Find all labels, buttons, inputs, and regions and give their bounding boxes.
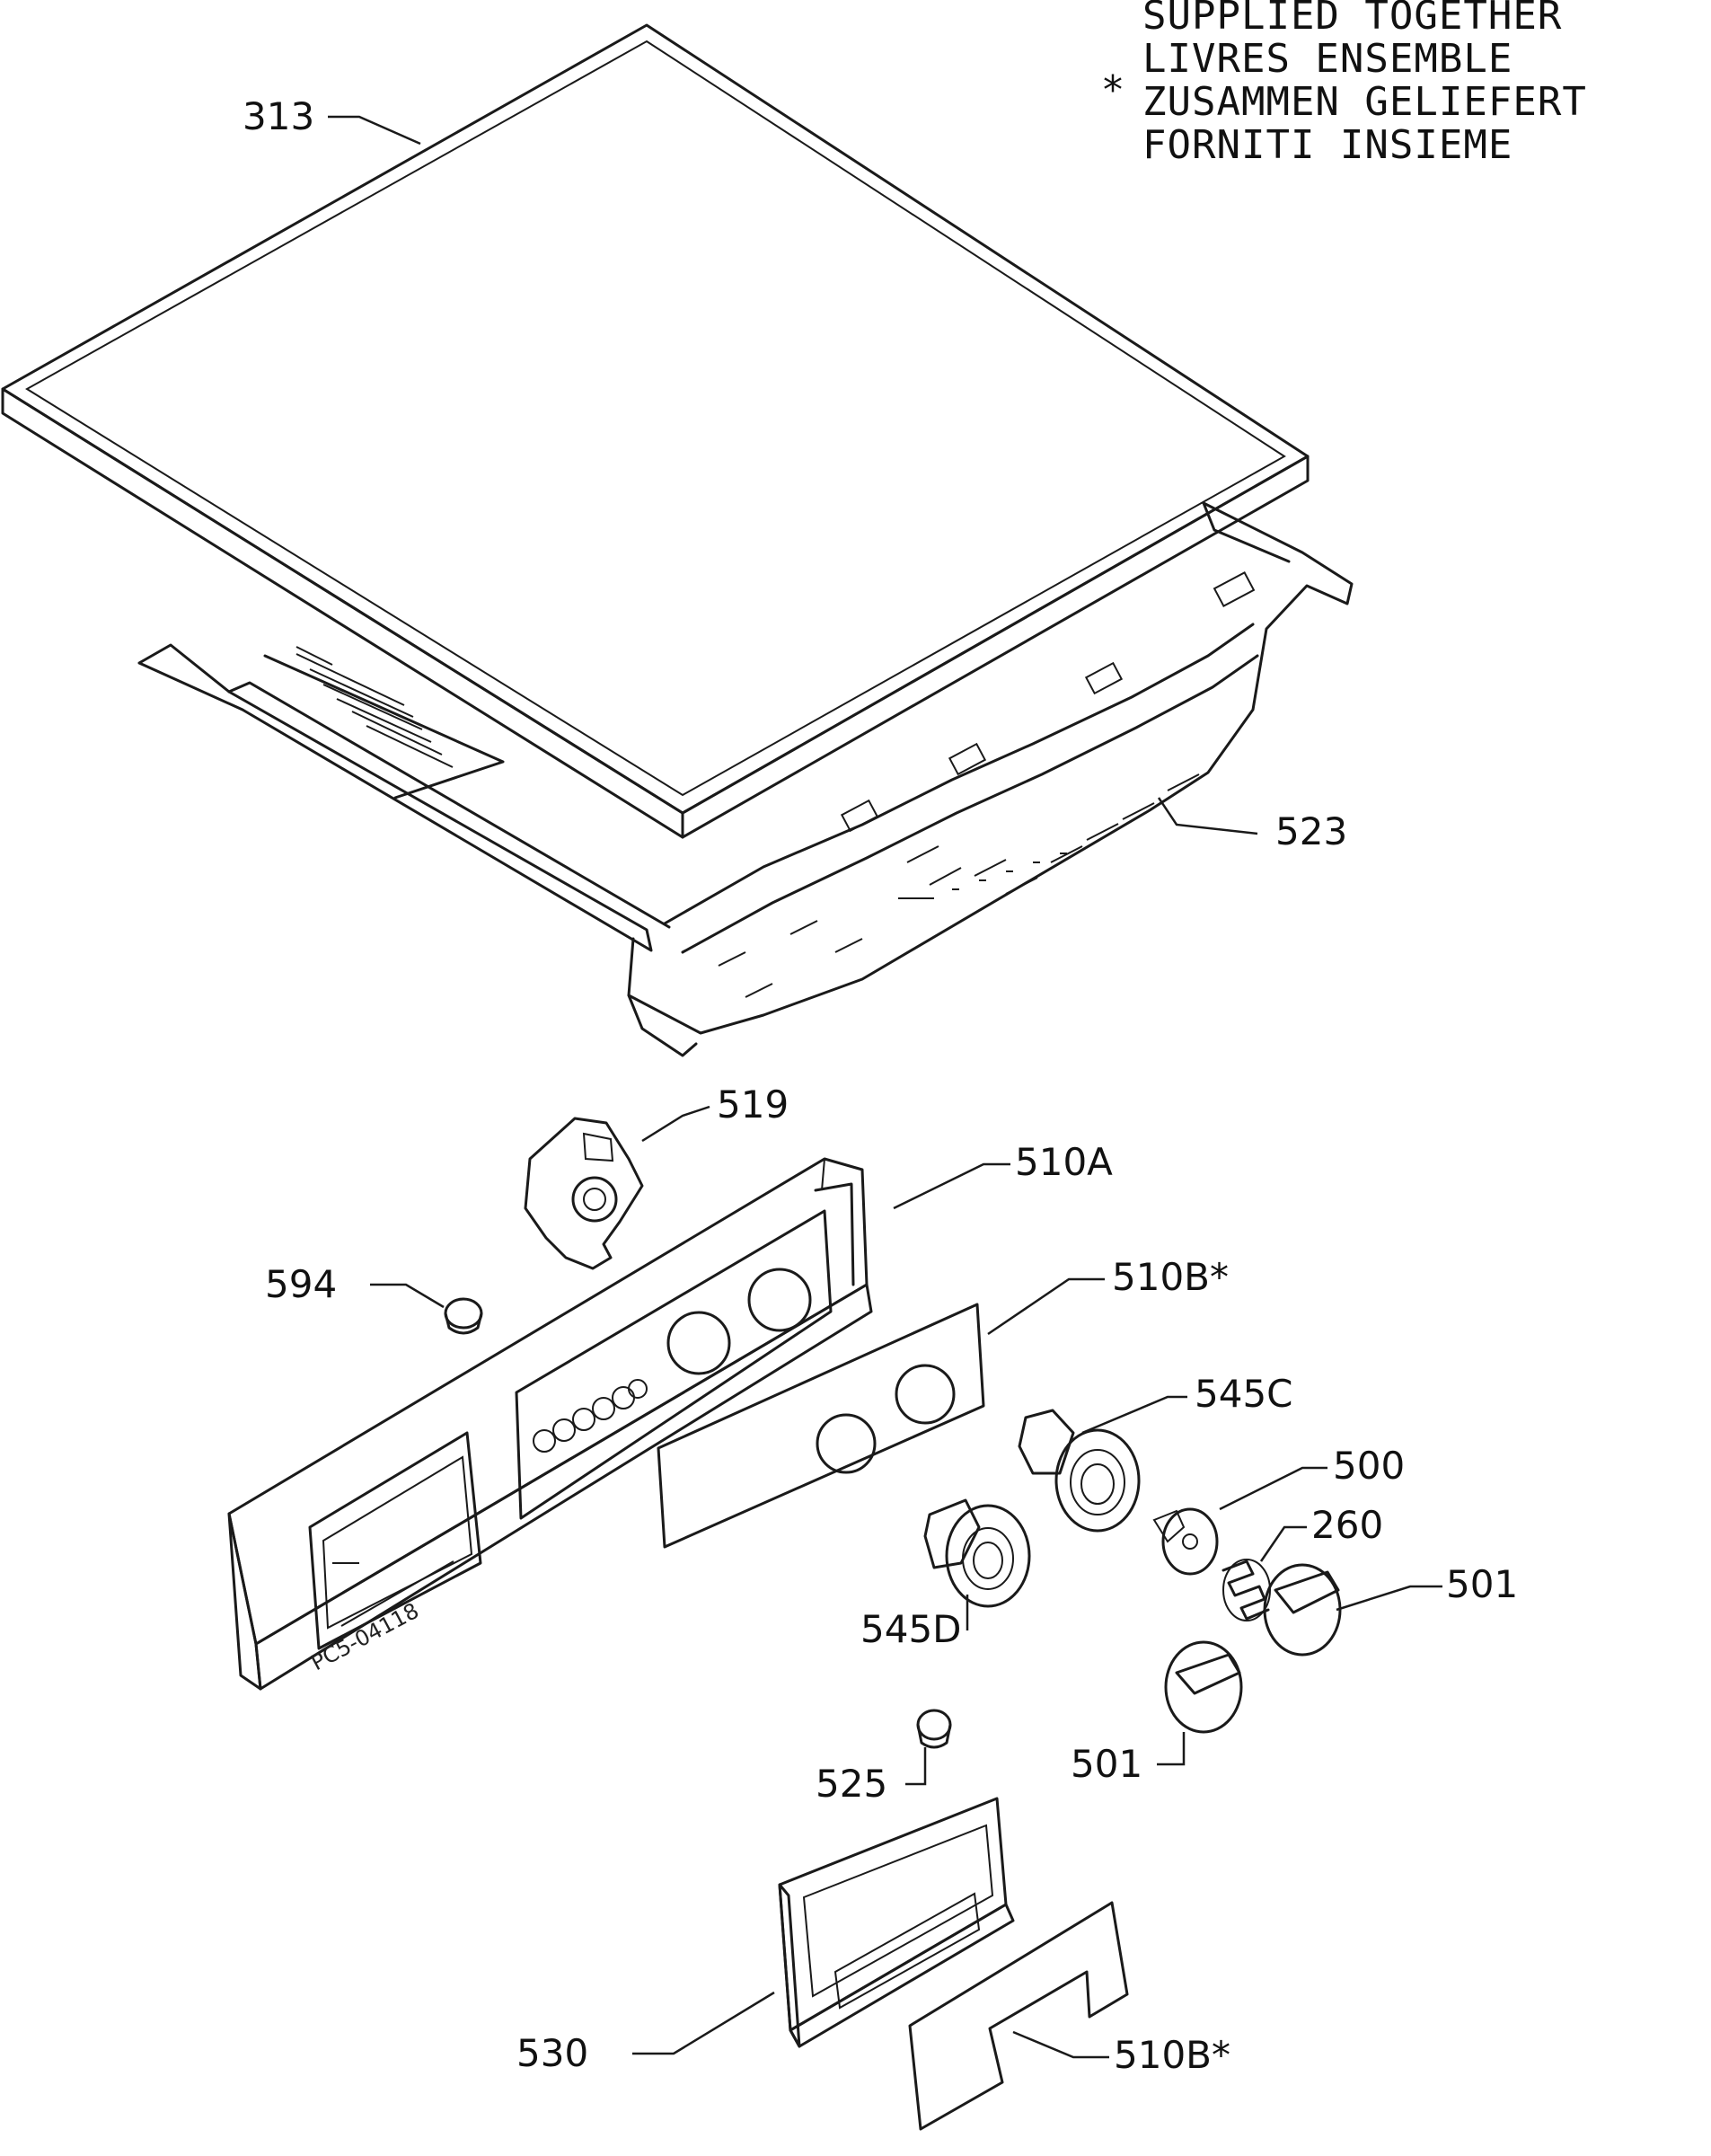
callout-523: 523	[1275, 809, 1347, 853]
part-knob-501-right	[1263, 1563, 1342, 1657]
part-plug-594	[444, 1297, 483, 1335]
part-knob-545d	[923, 1498, 1031, 1608]
part-frame-523	[137, 501, 1354, 1057]
callout-530: 530	[516, 2031, 588, 2075]
part-spring-260	[1222, 1559, 1271, 1621]
callout-519: 519	[717, 1082, 789, 1127]
part-panel-510a: PC5-04118	[227, 1157, 873, 1691]
callout-510b-lower: 510B*	[1114, 2033, 1230, 2077]
part-disc-500	[1152, 1507, 1219, 1576]
legend-line-1: SUPPLIED TOGETHER	[1142, 0, 1562, 39]
callout-545c: 545C	[1195, 1372, 1293, 1416]
part-drawer-530	[778, 1797, 1015, 2048]
callout-510b: 510B*	[1112, 1255, 1229, 1299]
part-button-525	[916, 1709, 952, 1749]
part-overlay-510b	[657, 1303, 985, 1549]
callout-501-lower: 501	[1071, 1742, 1142, 1786]
part-bracket-519	[524, 1117, 644, 1270]
part-lid-313	[1, 23, 1310, 839]
leader-lines	[328, 115, 1442, 2059]
part-knob-545c	[1018, 1409, 1141, 1533]
callout-500: 500	[1333, 1444, 1405, 1488]
callout-594: 594	[265, 1262, 337, 1306]
legend-line-4: FORNITI INSIEME	[1142, 122, 1513, 168]
legend-line-2: LIVRES ENSEMBLE	[1142, 36, 1513, 82]
callout-525: 525	[816, 1762, 887, 1806]
part-drawer-overlay-510b	[908, 1901, 1129, 2131]
legend-asterisk: *	[1103, 67, 1123, 113]
part-knob-501-lower	[1164, 1640, 1243, 1734]
legend: SUPPLIED TOGETHER LIVRES ENSEMBLE * ZUSA…	[1103, 0, 1587, 168]
callout-510a: 510A	[1015, 1140, 1113, 1184]
callout-labels: 313 523 519 510A 510B* 594 545C 545D 500…	[243, 94, 1518, 2077]
callout-313: 313	[243, 94, 314, 138]
legend-line-3: ZUSAMMEN GELIEFERT	[1142, 79, 1587, 125]
callout-501-right: 501	[1446, 1562, 1518, 1606]
callout-260: 260	[1311, 1503, 1383, 1547]
callout-545d: 545D	[860, 1607, 962, 1651]
